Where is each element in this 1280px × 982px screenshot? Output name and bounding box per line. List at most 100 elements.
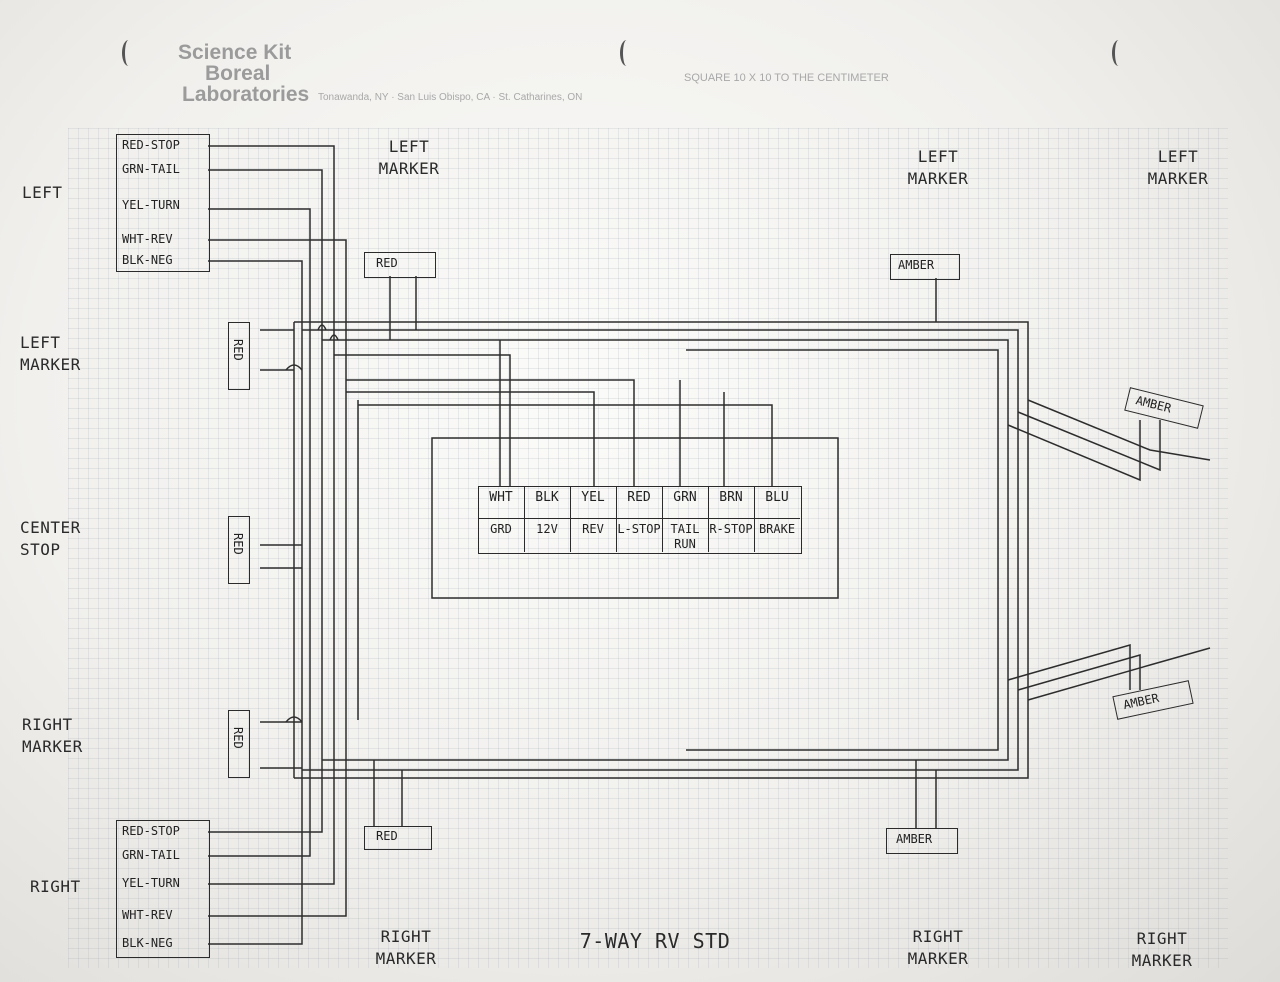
connector-cell-divider [754,486,755,552]
connector-color-2: YEL [581,490,605,505]
lt-wire-blk [208,260,303,322]
top-label-2: LEFT MARKER [907,147,969,188]
bottom-label-3: RIGHT MARKER [1131,929,1193,970]
connector-function-6: BRAKE [758,522,796,536]
right-taillight-row-5: BLK-NEG [122,936,173,950]
binder-hole-2 [620,40,633,66]
frame-wire-2 [302,329,1019,771]
left-taillight-row-1: RED-STOP [122,138,180,152]
connector-function-1: 12V [536,522,558,536]
crossover-3 [285,364,303,371]
harness-upper-3 [1007,420,1141,482]
frame-wire-3 [322,339,1009,761]
top-label-1: LEFT MARKER [378,137,440,178]
harness-lower-3 [1007,644,1131,690]
connector-color-4: GRN [673,490,697,505]
connector-function-3: L-STOP [617,522,661,536]
lt-wire-grn [208,169,323,340]
label-right-marker: RIGHT MARKER [22,715,83,756]
label-left-marker: LEFT MARKER [20,333,81,374]
rt-wire-blk [208,778,303,945]
brand-line-3: Laboratories [182,83,310,106]
harness-lower-2 [1017,654,1141,691]
inner-frame-wire [686,349,999,751]
amber-lamp-bottom-label: AMBER [896,832,933,846]
outer-frame-wire [294,321,1029,779]
red-lamp-left-marker [228,322,250,390]
connector-function-0: GRD [490,522,512,536]
lt-wire-wht [208,239,347,380]
rt-wire-wht [208,740,347,917]
connector-function-2: REV [582,522,604,536]
connector-color-6: BLU [765,490,789,505]
connector-cell-divider [524,486,525,552]
red-lamp-right-marker [228,710,250,778]
connector-cell-divider [616,486,617,552]
amber-lamp-right-lower-label: AMBER [1121,690,1161,713]
brand-line-1: Science Kit [178,41,292,64]
connector-7way [478,486,802,554]
red-lamp-right-marker-label: RED [231,727,245,749]
graph-grid [68,128,1228,968]
crossover-4 [285,716,303,723]
connector-cell-divider [570,486,571,552]
label-center-stop: CENTER STOP [20,518,81,559]
harness-upper-2 [1017,411,1161,472]
right-taillight-row-1: RED-STOP [122,824,180,838]
connector-divider [478,518,800,519]
red-lamp-center-stop [228,516,250,584]
connector-cell-divider [662,486,663,552]
binder-hole-3 [1112,40,1125,66]
crossover-1 [317,324,327,331]
connector-color-5: BRN [719,490,743,505]
crossover-2 [329,334,339,341]
bottom-label-1: RIGHT MARKER [375,927,437,968]
right-taillight-row-3: YEL-TURN [122,876,180,890]
conn-wire-red [346,379,635,486]
paper-spec: SQUARE 10 X 10 TO THE CENTIMETER [684,72,889,84]
conn-wire-yel [346,391,595,486]
red-lamp-bottom [364,826,432,850]
connector-color-3: RED [627,490,651,505]
harness-upper-1 [1027,399,1211,461]
rt-wire-yel [208,750,335,885]
conn-wire-wht [334,354,511,486]
rt-wire-red [208,760,323,833]
left-taillight-row-2: GRN-TAIL [122,162,180,176]
right-taillight-row-2: GRN-TAIL [122,848,180,862]
amber-lamp-top-label: AMBER [898,258,935,272]
label-right: RIGHT [30,877,81,896]
right-taillight-box [116,820,210,958]
right-taillight-row-4: WHT-REV [122,908,173,922]
red-lamp-top [364,252,436,278]
red-lamp-left-marker-label: RED [231,339,245,361]
left-taillight-row-4: WHT-REV [122,232,173,246]
left-taillight-row-5: BLK-NEG [122,253,173,267]
rt-wire-grn [208,770,311,857]
left-taillight-box [116,134,210,272]
harness-lower-1 [1027,647,1211,701]
connector-panel [431,437,839,599]
red-lamp-top-label: RED [376,256,398,270]
conn-wire-blu [358,404,773,486]
red-lamp-bottom-label: RED [376,829,398,843]
amber-lamp-top [890,254,960,280]
label-left: LEFT [22,183,63,202]
connector-function-4: TAIL RUN [670,522,700,551]
connector-function-5: R-STOP [709,522,753,536]
top-label-3: LEFT MARKER [1147,147,1209,188]
lt-wire-red [208,145,335,355]
brand-line-2: Boreal [205,62,271,85]
bottom-label-2: RIGHT MARKER [907,927,969,968]
left-taillight-row-3: YEL-TURN [122,198,180,212]
connector-cell-divider [708,486,709,552]
diagram-title: 7-WAY RV STD [579,929,731,953]
binder-hole-1 [122,40,135,66]
connector-color-0: WHT [489,490,513,505]
amber-lamp-bottom [886,828,958,854]
red-lamp-center-stop-label: RED [231,533,245,555]
connector-color-1: BLK [535,490,559,505]
amber-lamp-right-upper-label: AMBER [1134,393,1173,416]
